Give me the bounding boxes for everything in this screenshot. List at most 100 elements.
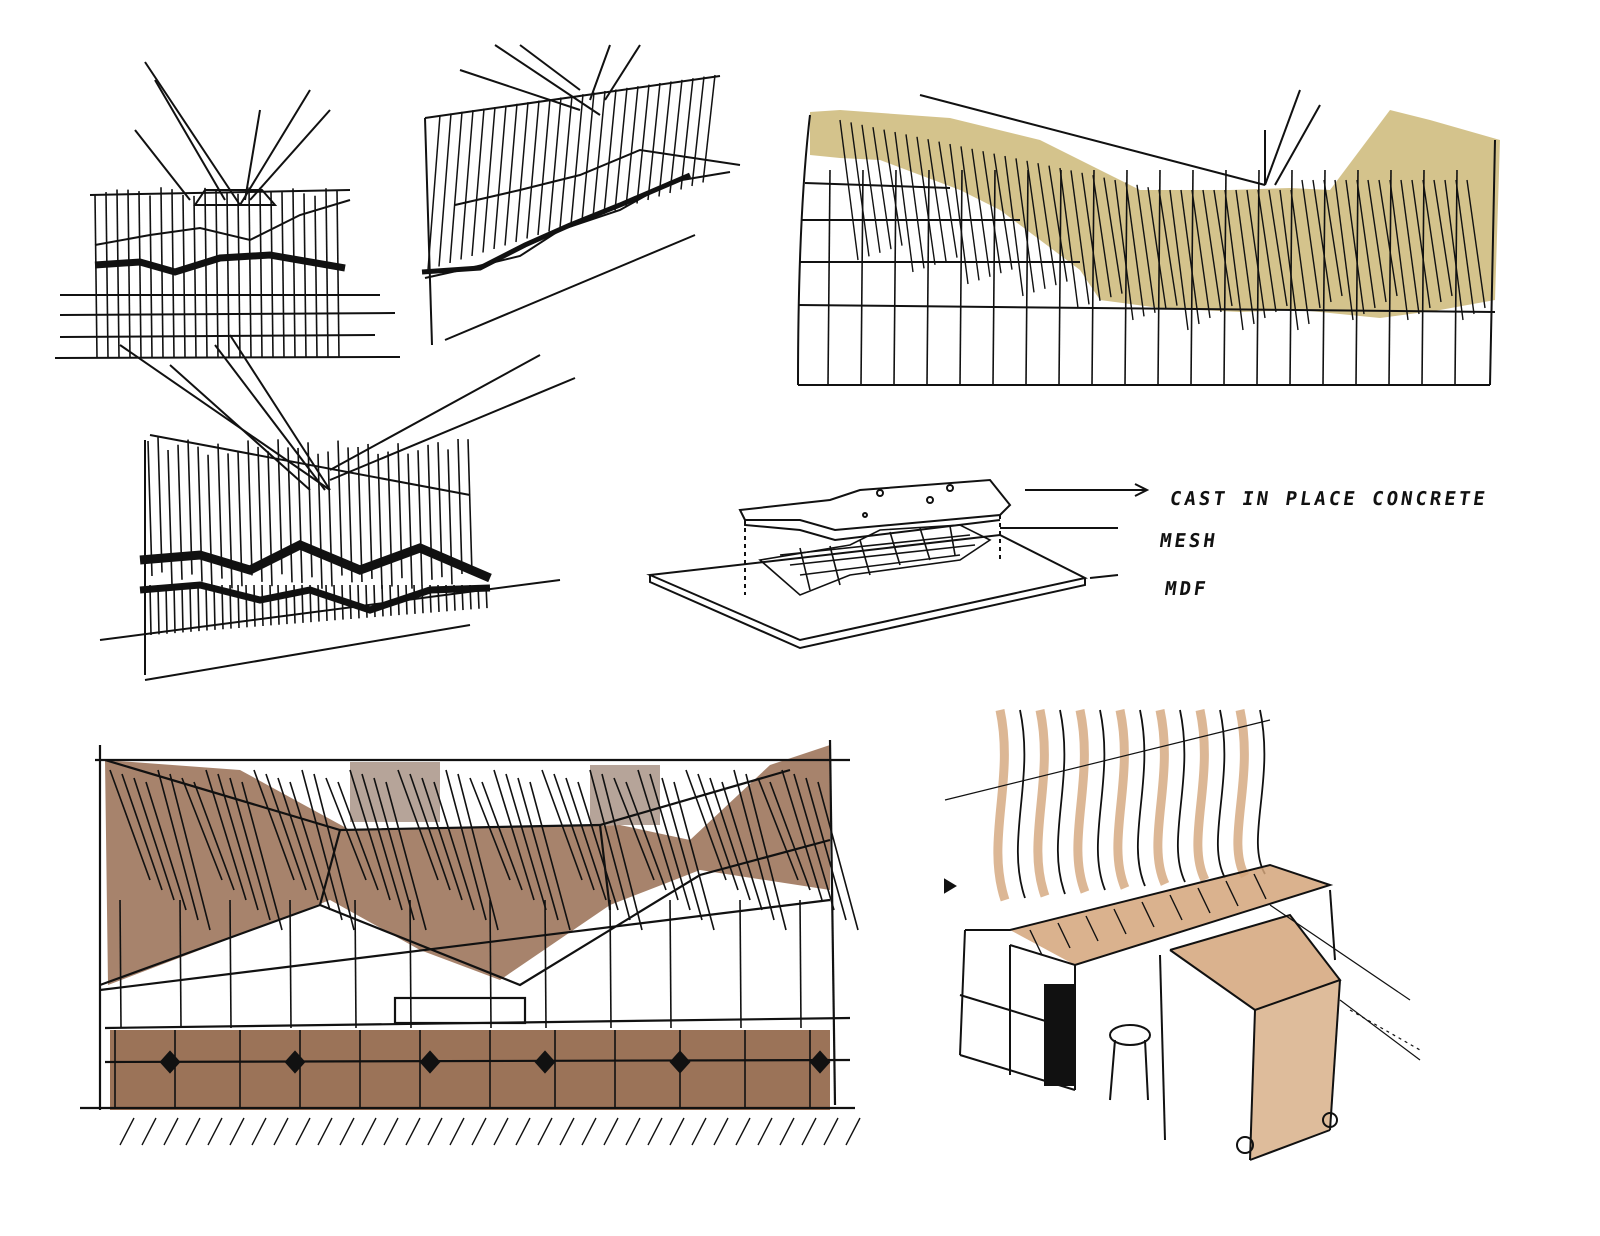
hatch-stroke [437, 442, 443, 578]
ground-stroke [559, 1117, 575, 1146]
hatch-stroke [1092, 175, 1112, 298]
hatch-stroke [1367, 179, 1387, 303]
curtain-ribbon [1136, 709, 1146, 887]
hatch-stroke [982, 151, 1002, 274]
hatch-stroke [327, 451, 333, 587]
diamond-ornament [534, 1050, 556, 1074]
ochre-fill [810, 110, 1500, 318]
hatch-stroke [292, 188, 296, 359]
curtain-ribbon [1193, 709, 1210, 883]
diamond-ornament [419, 1050, 441, 1074]
column-line [739, 899, 742, 1029]
curtain-ribbon [1176, 709, 1186, 883]
label-cast-in-place-concrete: CAST IN PLACE CONCRETE [1168, 488, 1490, 510]
hatch-stroke [221, 584, 224, 630]
hatch-stroke [181, 777, 223, 881]
hatch-stroke [517, 777, 559, 921]
hatch-stroke [285, 584, 288, 625]
hatch-stroke [127, 189, 131, 359]
hatch-stroke [817, 781, 859, 931]
mullion [1190, 169, 1194, 386]
hatch-stroke [207, 454, 213, 590]
hatch-stroke [673, 781, 715, 931]
mdf-layer [646, 533, 1088, 642]
hatch-stroke [745, 773, 787, 931]
hatch-stroke [247, 440, 253, 576]
hatch-stroke [237, 584, 240, 628]
desk-panel-lines [1029, 873, 1267, 956]
hatch-stroke [709, 777, 751, 901]
hatch-stroke [1015, 158, 1035, 293]
hatch-stroke [437, 584, 440, 612]
mullion [827, 169, 831, 386]
column-line [229, 899, 232, 1029]
ground-stroke [295, 1117, 311, 1146]
desk-top-fill [1010, 865, 1330, 965]
hatch-stroke [169, 773, 211, 931]
hatch-stroke [733, 769, 775, 921]
ground-stroke [493, 1117, 509, 1146]
column-line [179, 899, 182, 1029]
hatch-stroke [553, 773, 595, 891]
ground-stroke [449, 1117, 465, 1146]
ceiling-sketch-small-perspective [421, 44, 741, 346]
hatch-stroke [971, 148, 991, 277]
vertical-hatch [147, 437, 488, 636]
hatch-stroke [685, 769, 727, 881]
hatch-stroke [548, 97, 562, 232]
hatch-stroke [872, 127, 892, 250]
desk-divider [1169, 894, 1183, 921]
hatch-stroke [781, 769, 823, 901]
arrow-mdf [1089, 574, 1119, 579]
hatch-stroke [1004, 155, 1024, 297]
ground-stroke [669, 1117, 685, 1146]
hatch-stroke [697, 773, 739, 891]
curtain-ribbon [1113, 709, 1130, 890]
hatch-stroke [157, 437, 163, 573]
ground-stroke [119, 1117, 135, 1146]
hatch-stroke [1257, 189, 1277, 313]
mullion [1322, 169, 1326, 386]
column-line [669, 899, 672, 1029]
hatch-stroke [438, 113, 452, 267]
hatch-stroke [171, 189, 175, 359]
hatch-stroke [481, 781, 523, 891]
slat-hatch [839, 119, 1486, 331]
hatch-stroke [1081, 172, 1101, 301]
mullion [1025, 169, 1029, 386]
hatch-stroke [94, 194, 98, 359]
hatch-stroke [960, 146, 980, 281]
hatch-stroke [1070, 170, 1090, 305]
hatch-stroke [347, 447, 353, 583]
hatch-stroke [1114, 179, 1134, 321]
hatch-stroke [471, 108, 485, 257]
ground-stroke [779, 1117, 795, 1146]
ceiling-sketch-medium-front [99, 334, 576, 681]
ground-stroke [207, 1117, 223, 1146]
ground-stroke [251, 1117, 267, 1146]
hatch-stroke [559, 95, 573, 229]
hatch-stroke [427, 114, 441, 271]
hatch-stroke [317, 453, 323, 589]
hatch-stroke [381, 584, 384, 617]
hatch-stroke [993, 153, 1013, 270]
hatch-stroke [227, 453, 233, 589]
hatch-stroke [405, 584, 408, 615]
hatch-stroke [215, 189, 219, 359]
hatch-stroke [357, 446, 363, 583]
hatch-stroke [245, 584, 248, 628]
hatch-stroke [229, 584, 232, 629]
ground-stroke [823, 1117, 839, 1146]
desk-divider [1085, 915, 1099, 942]
ground-stroke [361, 1117, 377, 1146]
concrete-layer [738, 478, 1012, 532]
hatch-stroke [313, 773, 355, 931]
hatch-stroke [1455, 179, 1475, 315]
hatch-stroke [325, 584, 328, 621]
diamond-ornament [809, 1050, 831, 1074]
hatch-stroke [413, 584, 416, 614]
hatch-stroke [1048, 165, 1068, 282]
curtain-ribbon [1256, 709, 1266, 875]
ground-stroke [537, 1117, 553, 1146]
